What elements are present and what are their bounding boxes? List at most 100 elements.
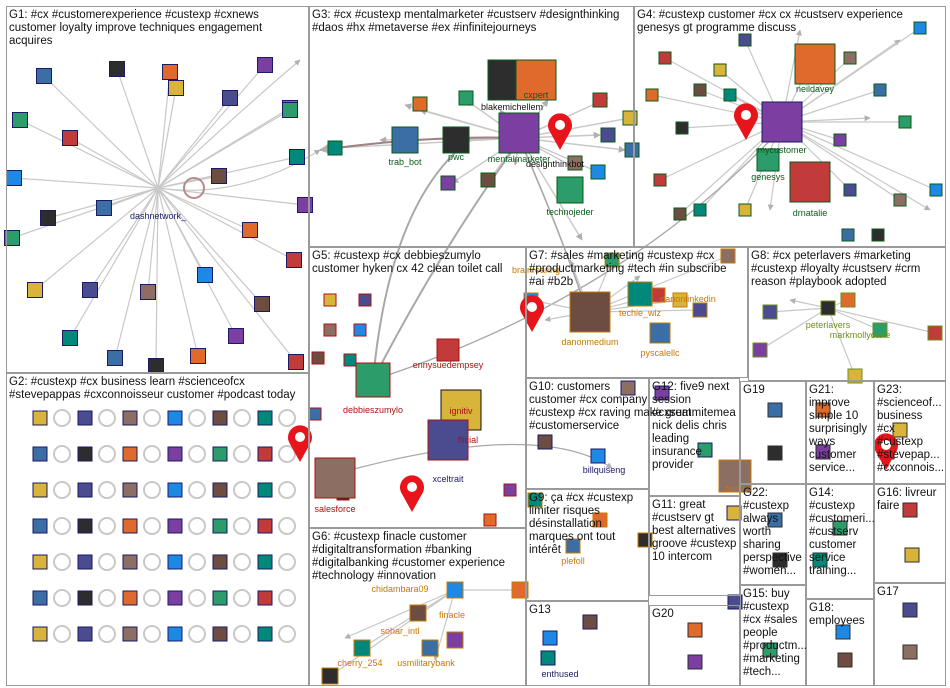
user-avatar[interactable] (32, 590, 48, 606)
node-label-sohar-intl[interactable]: sohar_intl (380, 626, 419, 636)
user-avatar[interactable] (212, 410, 228, 426)
user-avatar[interactable] (212, 554, 228, 570)
user-avatar[interactable] (687, 622, 703, 638)
user-avatar[interactable] (582, 614, 598, 630)
user-avatar[interactable] (242, 222, 258, 238)
node-label-blakemichelle[interactable]: blakemichellem (481, 102, 543, 112)
user-avatar[interactable] (693, 83, 707, 97)
user-avatar[interactable] (590, 164, 606, 180)
danonmedium-avatar[interactable] (569, 291, 611, 333)
user-avatar[interactable] (4, 230, 20, 246)
user-avatar[interactable] (167, 590, 183, 606)
user-avatar[interactable] (592, 92, 608, 108)
user-avatar[interactable] (257, 410, 273, 426)
user-avatar[interactable] (311, 351, 325, 365)
user-avatar[interactable] (327, 140, 343, 156)
user-avatar[interactable] (693, 203, 707, 217)
user-avatar[interactable] (140, 284, 156, 300)
user-avatar[interactable] (458, 90, 474, 106)
user-avatar[interactable] (697, 442, 713, 458)
node-label-usmilitarybank[interactable]: usmilitarybank (397, 658, 455, 668)
user-avatar[interactable] (738, 33, 752, 47)
user-avatar[interactable] (257, 626, 273, 642)
user-avatar[interactable] (624, 142, 640, 158)
user-avatar[interactable] (77, 626, 93, 642)
user-avatar[interactable] (228, 328, 244, 344)
user-avatar[interactable] (929, 183, 943, 197)
node-label-chidambara09[interactable]: chidambara09 (371, 584, 428, 594)
user-avatar[interactable] (27, 282, 43, 298)
node-label-neildavey[interactable]: neildavey (796, 84, 835, 94)
user-avatar[interactable] (872, 322, 888, 338)
user-avatar[interactable] (122, 554, 138, 570)
user-avatar[interactable] (871, 228, 885, 242)
user-avatar[interactable] (107, 350, 123, 366)
user-avatar[interactable] (162, 64, 178, 80)
user-avatar[interactable] (257, 590, 273, 606)
user-avatar[interactable] (77, 446, 93, 462)
cxpert-avatar[interactable] (515, 59, 557, 101)
user-avatar[interactable] (391, 126, 419, 154)
user-avatar[interactable] (109, 61, 125, 77)
mycustomer-avatar[interactable] (761, 101, 803, 143)
technojeder-avatar[interactable] (556, 176, 584, 204)
node-label-ignitiv[interactable]: ignitiv (449, 406, 473, 416)
user-avatar[interactable] (167, 626, 183, 642)
user-avatar[interactable] (167, 446, 183, 462)
node-label-danonmedium[interactable]: danonmedium (561, 337, 618, 347)
user-avatar[interactable] (767, 402, 783, 418)
user-avatar[interactable] (726, 505, 742, 521)
user-avatar[interactable] (62, 330, 78, 346)
user-avatar[interactable] (343, 353, 357, 367)
user-avatar[interactable] (913, 21, 927, 35)
user-avatar[interactable] (653, 173, 667, 187)
node-label-official[interactable]: fficial (458, 435, 478, 445)
user-avatar[interactable] (77, 410, 93, 426)
user-avatar[interactable] (122, 626, 138, 642)
user-avatar[interactable] (503, 483, 517, 497)
user-avatar[interactable] (841, 228, 855, 242)
user-avatar[interactable] (77, 590, 93, 606)
node-label-pwc[interactable]: pwc (448, 152, 465, 162)
user-avatar[interactable] (412, 96, 428, 112)
user-avatar[interactable] (833, 133, 847, 147)
official-avatar[interactable] (427, 419, 469, 461)
user-avatar[interactable] (77, 554, 93, 570)
user-avatar[interactable] (167, 410, 183, 426)
user-avatar[interactable] (902, 602, 918, 618)
user-avatar[interactable] (835, 624, 851, 640)
user-avatar[interactable] (873, 83, 887, 97)
neildavey-avatar[interactable] (794, 43, 836, 85)
user-avatar[interactable] (96, 200, 112, 216)
user-avatar[interactable] (353, 323, 367, 337)
user-avatar[interactable] (77, 482, 93, 498)
user-avatar[interactable] (197, 267, 213, 283)
user-avatar[interactable] (122, 482, 138, 498)
user-avatar[interactable] (692, 302, 708, 318)
user-avatar[interactable] (893, 193, 907, 207)
user-avatar[interactable] (32, 626, 48, 642)
node-label-pyscalellc[interactable]: pyscalellc (640, 348, 680, 358)
user-avatar[interactable] (82, 282, 98, 298)
node-label-techie-wiz[interactable]: techie_wiz (619, 308, 662, 318)
user-avatar[interactable] (672, 292, 688, 308)
user-avatar[interactable] (36, 68, 52, 84)
node-label-billquiseng[interactable]: billquiseng (583, 465, 626, 475)
user-avatar[interactable] (167, 518, 183, 534)
user-avatar[interactable] (12, 112, 28, 128)
user-avatar[interactable] (122, 446, 138, 462)
user-avatar[interactable] (542, 630, 558, 646)
user-avatar[interactable] (902, 644, 918, 660)
user-avatar[interactable] (483, 513, 497, 527)
user-avatar[interactable] (212, 590, 228, 606)
user-avatar[interactable] (442, 126, 470, 154)
user-avatar[interactable] (288, 354, 304, 370)
user-avatar[interactable] (222, 90, 238, 106)
user-avatar[interactable] (282, 102, 298, 118)
user-avatar[interactable] (480, 172, 496, 188)
node-label-enthused[interactable]: enthused (541, 669, 578, 679)
user-avatar[interactable] (32, 554, 48, 570)
user-avatar[interactable] (168, 80, 184, 96)
node-label-drnatalie[interactable]: drnatalie (793, 208, 828, 218)
user-avatar[interactable] (254, 296, 270, 312)
